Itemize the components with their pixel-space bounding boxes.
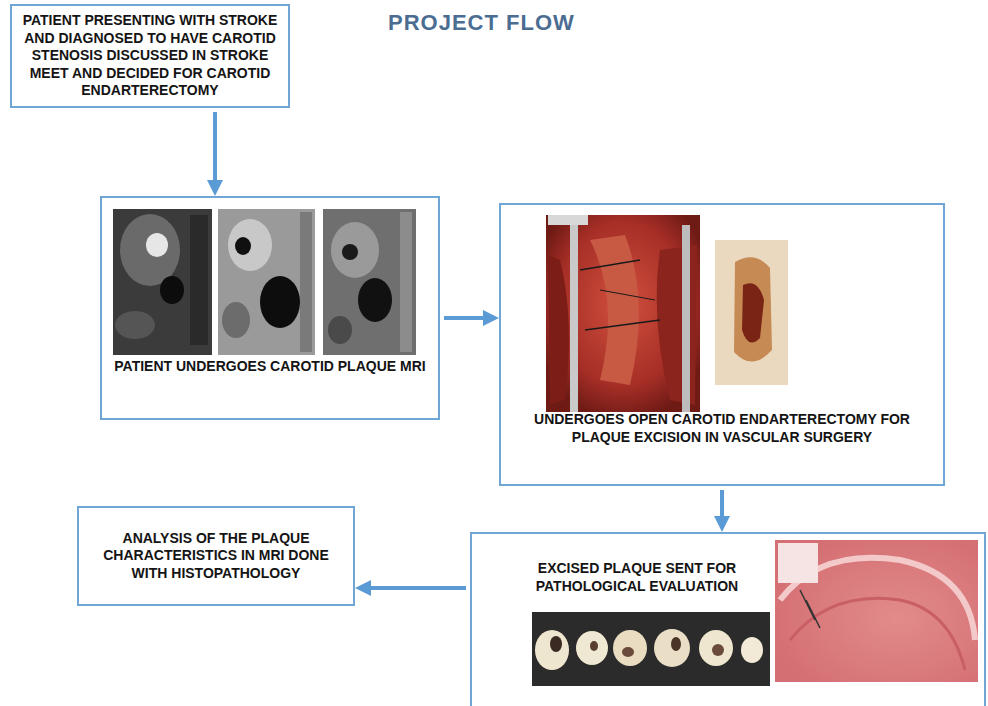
flow-arrow	[213, 112, 217, 192]
process-box: PATIENT PRESENTING WITH STROKE AND DIAGN…	[10, 4, 290, 108]
process-box: PATIENT UNDERGOES CAROTID PLAQUE MRI	[100, 196, 440, 420]
flow-arrow	[444, 316, 495, 320]
flow-arrow	[720, 490, 724, 528]
node-text: PATIENT UNDERGOES CAROTID PLAQUE MRI	[110, 358, 430, 376]
node-text: EXCISED PLAQUE SENT FOR PATHOLOGICAL EVA…	[492, 560, 782, 595]
mri-image	[323, 209, 416, 355]
node-text: ANALYSIS OF THE PLAQUE CHARACTERISTICS I…	[85, 530, 347, 583]
node-text: UNDERGOES OPEN CAROTID ENDARTERECTOMY FO…	[509, 411, 935, 446]
histology-image	[775, 540, 978, 682]
mri-image	[218, 209, 315, 355]
plaque-specimen	[715, 240, 788, 385]
process-box: ANALYSIS OF THE PLAQUE CHARACTERISTICS I…	[77, 506, 355, 606]
process-box: EXCISED PLAQUE SENT FOR PATHOLOGICAL EVA…	[470, 532, 986, 706]
diagram-title: PROJECT FLOW	[388, 10, 575, 36]
process-box: UNDERGOES OPEN CAROTID ENDARTERECTOMY FO…	[499, 203, 945, 486]
flow-arrow	[359, 586, 466, 590]
surgery-photo	[546, 215, 700, 412]
plaque-cross-sections	[532, 612, 770, 686]
node-text: PATIENT PRESENTING WITH STROKE AND DIAGN…	[18, 12, 282, 100]
mri-image	[113, 209, 212, 355]
